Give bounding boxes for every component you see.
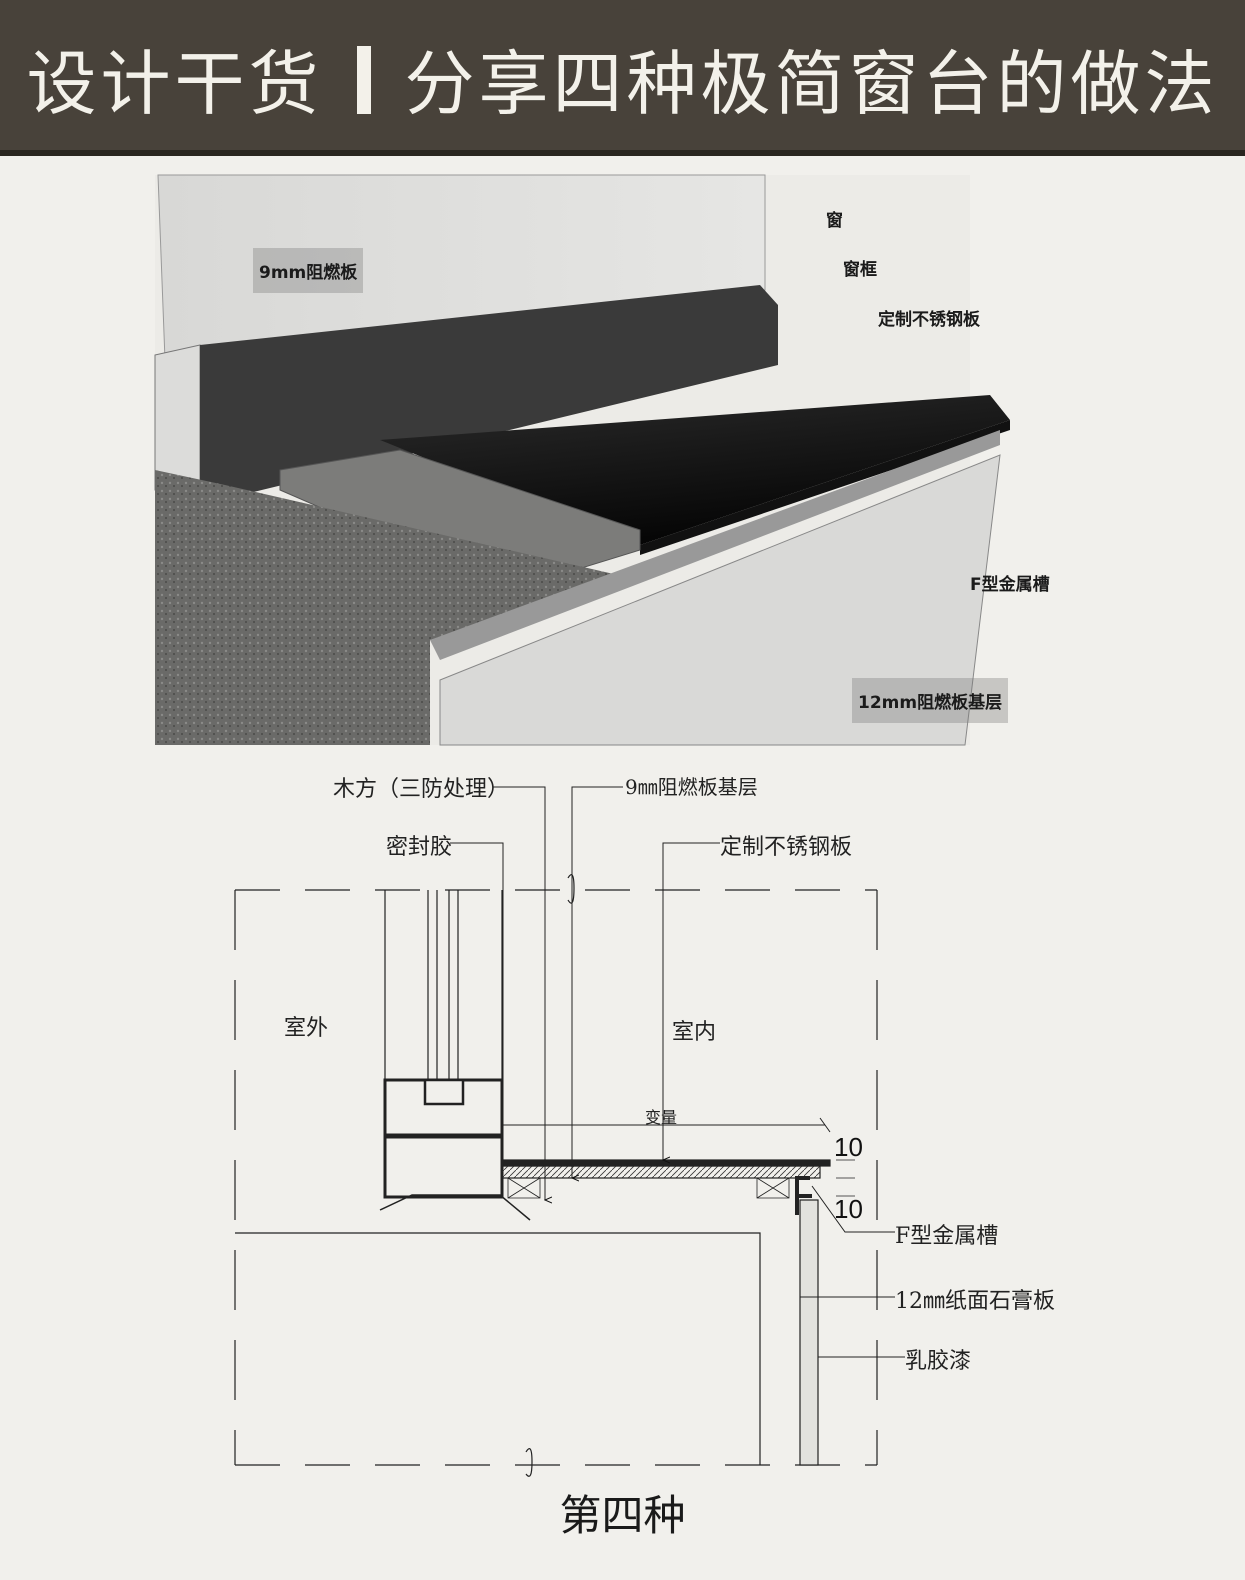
break-mark-top <box>567 874 575 904</box>
label-indoor: 室内 <box>672 1020 717 1045</box>
render-label-f-channel: F型金属槽 <box>970 575 1050 595</box>
stainless-top <box>380 395 1010 545</box>
section-drawing <box>234 786 905 1477</box>
leader-base-9mm <box>572 786 623 1178</box>
title-right: 分享四种极简窗台的做法 <box>404 43 1219 125</box>
frame-lower-chamber <box>383 1135 504 1199</box>
title-bar: 设计干货分享四种极简窗台的做法 <box>0 0 1245 156</box>
timber-blocks <box>507 1177 790 1199</box>
stainless-edge <box>640 420 1010 555</box>
leader-sealant <box>450 842 504 1130</box>
frame-upstand <box>200 285 778 505</box>
label-variable: 变量 <box>645 1108 678 1127</box>
window-frame-lines <box>384 890 503 1080</box>
title-separator <box>356 46 371 114</box>
label-timber: 木方（三防处理） <box>333 777 510 802</box>
render-label-stainless-panel: 定制不锈钢板 <box>878 310 980 330</box>
window-glass <box>157 174 766 361</box>
caption: 第四种 <box>559 1491 686 1540</box>
glass-slot <box>423 1078 465 1106</box>
leader-f-channel <box>811 1185 895 1233</box>
label-outdoor: 室外 <box>284 1016 329 1041</box>
page-title: 设计干货分享四种极简窗台的做法 <box>0 28 1245 129</box>
gypsum-board <box>799 1199 819 1466</box>
label-sealant: 密封胶 <box>386 835 453 860</box>
label-f-channel: F型金属槽 <box>895 1224 999 1249</box>
leader-stainless <box>663 842 720 1160</box>
concrete-wall <box>155 470 640 745</box>
board-9mm-section <box>501 1165 821 1179</box>
gypsum-panel <box>439 454 1001 746</box>
render-label-board-9mm: 9mm阻燃板 <box>253 248 364 293</box>
board-9mm <box>279 449 641 591</box>
dimension-ticks <box>836 1159 855 1197</box>
concrete-outline <box>235 1232 761 1465</box>
dimension-bottom: 10 <box>834 1194 863 1224</box>
f-channel <box>795 1176 812 1215</box>
f-channel-render <box>430 430 1000 660</box>
label-latex-paint: 乳胶漆 <box>905 1349 972 1374</box>
leader-timber <box>493 786 545 1200</box>
label-base-9mm: 9㎜阻燃板基层 <box>625 775 758 799</box>
dimension-top: 10 <box>834 1132 863 1162</box>
break-mark-bottom <box>525 1448 533 1477</box>
label-gypsum: 12㎜纸面石膏板 <box>895 1289 1055 1314</box>
render-label-window: 窗 <box>826 211 843 231</box>
frame-bracket <box>379 1194 531 1221</box>
label-stainless-panel: 定制不锈钢板 <box>720 835 853 860</box>
break-lines-side <box>234 890 878 1465</box>
render-3d <box>154 174 1010 746</box>
render-label-base-12mm: 12mm阻燃板基层 <box>852 678 1009 723</box>
render-label-window-frame: 窗框 <box>843 260 877 280</box>
title-left: 设计干货 <box>26 43 323 125</box>
glass-lines <box>427 890 459 1098</box>
stainless-panel-line <box>501 1159 831 1167</box>
